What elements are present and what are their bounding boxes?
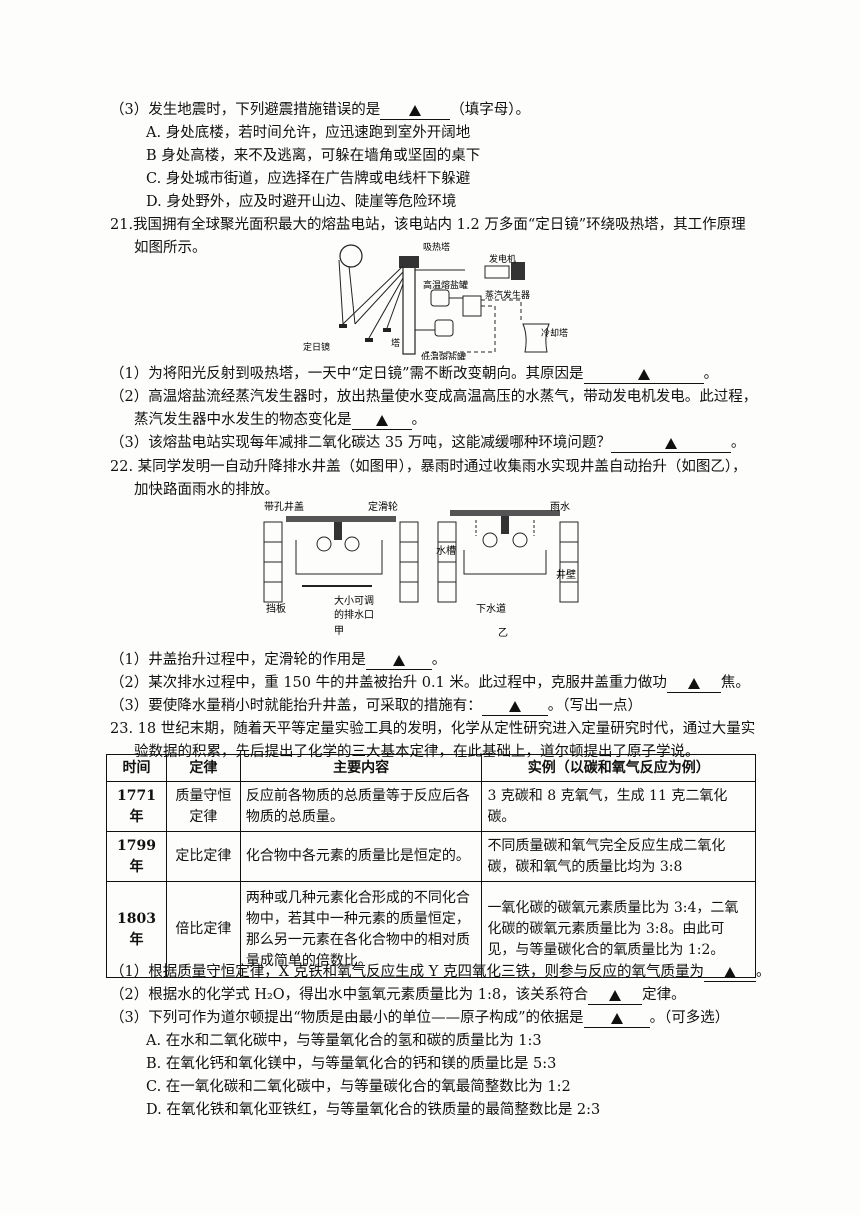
label-jia: 甲 xyxy=(334,626,344,637)
label-cover: 带孔井盖 xyxy=(264,500,304,513)
answer-blank[interactable] xyxy=(666,676,721,693)
q23-part3: （3）下列可作为道尔顿提出“物质是由最小的单位——原子构成”的依据是。（可多选） xyxy=(110,1010,730,1028)
q21-stem-line2: 如图所示。 xyxy=(134,240,207,256)
label-tank: 水槽 xyxy=(436,544,456,557)
cell-example: 3 克碳和 8 克氧气，生成 11 克二氧化碳。 xyxy=(481,781,756,832)
header-law: 定律 xyxy=(165,754,241,782)
answer-blank[interactable] xyxy=(380,103,451,120)
cell-year: 1803 年 xyxy=(106,881,167,978)
q23-option-a[interactable]: A. 在水和二氧化碳中，与等量氧化合的氢和碳的质量比为 1:3 xyxy=(146,1033,542,1049)
label-pulley: 定滑轮 xyxy=(368,500,398,513)
header-time: 时间 xyxy=(106,754,167,782)
triangle-marker-icon xyxy=(687,678,700,689)
q21-part1: （1）为将阳光反射到吸热塔，一天中“定日镜”需不断改变朝向。其原因是。 xyxy=(110,366,719,384)
label-heliostat: 定日镜 xyxy=(303,341,330,353)
triangle-marker-icon xyxy=(409,105,422,116)
label-yi: 乙 xyxy=(498,627,508,639)
label-cold-salt: 低温熔盐罐 xyxy=(421,351,466,360)
answer-blank[interactable] xyxy=(481,699,548,716)
label-sewer: 下水道 xyxy=(476,602,506,615)
q22-part1: （1）井盖抬升过程中，定滑轮的作用是。 xyxy=(110,652,447,670)
cell-content: 化合物中各元素的质量比是恒定的。 xyxy=(239,831,483,882)
q23-option-d[interactable]: D. 在氧化铁和氧化亚铁红，与等量氧化合的铁质量的最简整数比是 2:3 xyxy=(146,1102,601,1118)
label-steam-generator: 蒸汽发生器 xyxy=(485,289,530,301)
q20-option-d[interactable]: D. 身处野外，应及时避开山边、陡崖等危险环境 xyxy=(146,194,457,210)
table-row: 1799 年 定比定律 化合物中各元素的质量比是恒定的。 不同质量碳和氧气完全反… xyxy=(106,831,756,882)
q22-part2: （2）某次排水过程中，重 150 牛的井盖被抬升 0.1 米。此过程中，克服井盖… xyxy=(110,675,750,693)
cell-content: 两种或几种元素化合形成的不同化合物中，若其中一种元素的质量恒定，那么另一元素在各… xyxy=(239,881,483,978)
q21-part3: （3）该熔盐电站实现每年减排二氧化碳达 35 万吨，这能减缓哪种环境问题？。 xyxy=(110,435,746,453)
triangle-marker-icon xyxy=(609,990,622,1001)
label-tower: 塔 xyxy=(391,337,400,349)
q20-option-b[interactable]: B 身处高楼，来不及逃离，可躲在墙角或坚固的桌下 xyxy=(146,148,481,164)
laws-table: 时间 定律 主要内容 实例（以碳和氧气反应为例） 1771 年 质量守恒定律 反… xyxy=(106,754,756,978)
answer-blank[interactable] xyxy=(588,988,643,1005)
triangle-marker-icon xyxy=(375,415,388,426)
table-row: 1771 年 质量守恒定律 反应前各物质的总质量等于反应后各物质的总质量。 3 … xyxy=(106,781,756,832)
cell-example: 一氧化碳的碳氧元素质量比为 3:4，二氧化碳的碳氧元素质量比为 3:8。由此可见… xyxy=(481,881,756,978)
answer-blank[interactable] xyxy=(351,413,412,430)
cell-example: 不同质量碳和氧气完全反应生成二氧化碳，碳和氧气的质量比均为 3:8 xyxy=(481,831,756,882)
answer-blank[interactable] xyxy=(583,367,704,384)
cell-law: 定比定律 xyxy=(165,831,241,882)
label-generator: 发电机 xyxy=(489,253,516,265)
header-content: 主要内容 xyxy=(239,754,483,782)
q20-option-c[interactable]: C. 身处城市街道，应选择在广告牌或电线杆下躲避 xyxy=(146,171,471,187)
cell-year: 1799 年 xyxy=(106,831,167,882)
triangle-marker-icon xyxy=(664,438,677,449)
q23-option-b[interactable]: B. 在氧化钙和氧化镁中，与等量氧化合的钙和镁的质量比是 5:3 xyxy=(146,1056,557,1072)
answer-blank[interactable] xyxy=(703,965,756,982)
label-hot-salt: 高温熔盐罐 xyxy=(423,279,468,291)
q20-stem: （3）发生地震时，下列避震措施错误的是（填字母）。 xyxy=(110,102,530,120)
table-header-row: 时间 定律 主要内容 实例（以碳和氧气反应为例） xyxy=(106,754,756,782)
label-wall: 井壁 xyxy=(556,568,576,581)
q21-part2-line1: （2）高温熔盐流经蒸汽发生器时，放出热量使水变成高温高压的水蒸气，带动发电机发电… xyxy=(110,389,758,405)
q20-option-a[interactable]: A. 身处底楼，若时间允许，应迅速跑到室外开阔地 xyxy=(146,125,471,141)
header-example: 实例（以碳和氧气反应为例） xyxy=(481,754,756,782)
triangle-marker-icon xyxy=(723,967,736,978)
triangle-marker-icon xyxy=(610,1013,623,1024)
label-cooling-tower: 冷却塔 xyxy=(541,327,568,339)
q23-option-c[interactable]: C. 在一氧化碳和二氧化碳中，与等量碳化合的氧最简整数比为 1:2 xyxy=(146,1079,571,1095)
table-row: 1803 年 倍比定律 两种或几种元素化合形成的不同化合物中，若其中一种元素的质… xyxy=(106,881,756,978)
q22-stem-line1: 22. 某同学发明一自动升降排水井盖（如图甲），暴雨时通过收集雨水实现井盖自动抬… xyxy=(110,459,747,475)
q22-stem-line2: 加快路面雨水的排放。 xyxy=(134,482,279,498)
solar-plant-figure: 吸热塔 高温熔盐罐 发电机 蒸汽发生器 冷却塔 塔 定日镜 低温熔盐罐 xyxy=(303,241,568,360)
q22-part3: （3）要使降水量稍小时就能抬升井盖，可采取的措施有：。（写出一点） xyxy=(110,698,642,716)
q23-stem-line1: 23. 18 世纪末期，随着天平等定量实验工具的发明，化学从定性研究进入定量研究… xyxy=(110,721,756,737)
answer-blank[interactable] xyxy=(610,436,731,453)
triangle-marker-icon xyxy=(637,369,650,380)
q21-stem-line1: 21.我国拥有全球聚光面积最大的熔盐电站，该电站内 1.2 万多面“定日镜”环绕… xyxy=(110,217,746,233)
triangle-marker-icon xyxy=(508,701,521,712)
cell-law: 倍比定律 xyxy=(165,881,241,978)
label-rain: 雨水 xyxy=(550,501,570,513)
cell-year: 1771 年 xyxy=(106,781,167,832)
label-baffle: 挡板 xyxy=(266,602,286,615)
label-outlet-1: 大小可调 xyxy=(334,594,374,607)
q23-part2: （2）根据水的化学式 H₂O，得出水中氢氧元素质量比为 1:8，该关系符合定律。 xyxy=(110,987,686,1005)
manhole-figure: 带孔井盖 定滑轮 挡板 大小可调 的排水口 甲 雨水 水槽 井壁 下水道 乙 xyxy=(263,500,579,639)
answer-blank[interactable] xyxy=(365,653,432,670)
label-outlet-2: 的排水口 xyxy=(334,608,374,621)
label-absorber: 吸热塔 xyxy=(423,241,450,253)
answer-blank[interactable] xyxy=(583,1011,650,1028)
q23-part1: （1）根据质量守恒定律，X 克铁和氧气反应生成 Y 克四氧化三铁，则参与反应的氧… xyxy=(110,964,771,982)
cell-law: 质量守恒定律 xyxy=(165,781,241,832)
q21-part2-line2: 蒸汽发生器中水发生的物态变化是。 xyxy=(134,412,426,430)
triangle-marker-icon xyxy=(392,655,405,666)
cell-content: 反应前各物质的总质量等于反应后各物质的总质量。 xyxy=(239,781,483,832)
